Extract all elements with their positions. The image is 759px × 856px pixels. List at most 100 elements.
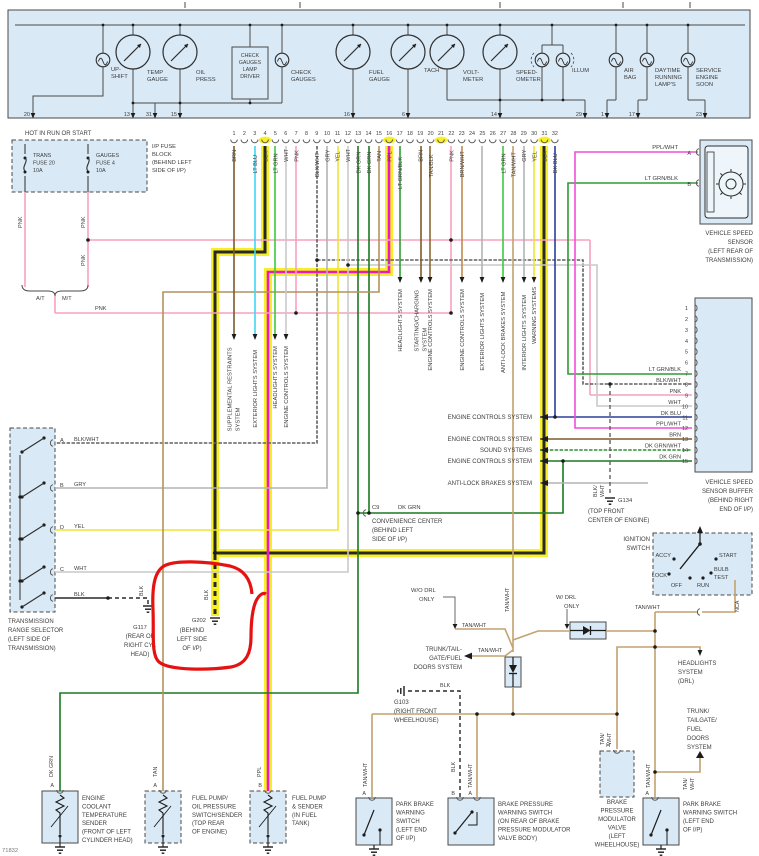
connector-pin-number: 3 — [253, 131, 256, 137]
connector-pin-number: 11 — [335, 131, 341, 137]
ignition-label: IGNITION — [623, 537, 650, 543]
connector-pin-number: 26 — [490, 131, 496, 137]
selector-caption: RANGE SELECTOR — [8, 628, 64, 634]
connector-pin-number: 6 — [284, 131, 287, 137]
buffer-pin-number: 3 — [685, 328, 688, 334]
fuel-gauge-label: FUEL — [369, 70, 385, 76]
buffer-wire-label: DK GRN/WHT — [645, 444, 682, 450]
oilpress-caption: SWITCH/SENDER — [192, 813, 243, 819]
check-gauges-driver-label: LAMP — [243, 67, 258, 73]
connector-pin-number: 15 — [376, 131, 382, 137]
cluster-pin-number: 17 — [629, 112, 635, 118]
selector-wire-label: WHT — [74, 566, 87, 572]
system-label: ENGINE CONTROLS SYSTEM — [448, 415, 532, 421]
check-gauges-driver-label: DRIVER — [240, 74, 260, 80]
mt-label: M/T — [62, 296, 72, 302]
wires — [15, 2, 745, 849]
system-label: SYSTEM — [235, 407, 241, 431]
buffer-pin-number: 14 — [682, 448, 688, 454]
bpmv-caption: WHEELHOUSE) — [595, 843, 640, 849]
label: GAUGE — [147, 77, 168, 83]
wire-color-label: WHT — [284, 148, 290, 161]
park-right-caption: WARNING SWITCH — [683, 811, 737, 817]
bpws-caption: WARNING SWITCH — [498, 811, 552, 817]
system-label: EXTERIOR LIGHTS SYSTEM — [480, 293, 486, 371]
connector-pin-number: 25 — [479, 131, 485, 137]
label: PNK — [95, 306, 107, 312]
g202-caption: LEFT SIDE — [177, 637, 207, 643]
oilpress-caption: OF ENGINE) — [192, 830, 227, 836]
daytime-running-lamps-label: DAYTIME — [655, 68, 680, 74]
g103-caption: WHEELHOUSE) — [394, 718, 439, 724]
pin-letter: A — [153, 783, 157, 789]
wire-color-label: DK GRN — [367, 152, 373, 174]
buffer-pin-number: 8 — [685, 383, 688, 389]
label: TAN/WHT — [478, 648, 503, 654]
sensor-wire-b: LT GRN/BLK — [645, 176, 678, 182]
park-right-caption: PARK BRAKE — [683, 802, 721, 808]
wire-color-label: PNK — [294, 150, 300, 162]
buffer-wire-label: DK GRN — [659, 455, 681, 461]
label: ONLY — [419, 597, 434, 603]
connector-pin-number: 28 — [510, 131, 516, 137]
selector-wire-label: BLK/WHT — [74, 437, 99, 443]
connector-pin-number: 24 — [469, 131, 475, 137]
cluster-pin-number: 6 — [402, 112, 405, 118]
bpws-caption: VALVE BODY) — [498, 836, 537, 842]
buffer-caption: (BEHIND RIGHT — [708, 498, 753, 504]
buffer-wire-label: BRN — [669, 433, 681, 439]
label: PNK — [81, 254, 87, 266]
cluster-pin-number: 23 — [696, 112, 702, 118]
buffer-caption: SENSOR BUFFER — [702, 489, 754, 495]
ignition-start: START — [719, 553, 737, 559]
wire-color-label: BLK — [263, 151, 269, 162]
g202-caption: OF I/P) — [182, 646, 201, 652]
at-label: A/T — [36, 296, 45, 302]
connector-pin-number: 9 — [315, 131, 318, 137]
coolant-caption: COOLANT — [82, 804, 111, 810]
coolant-caption: (FRONT OF LEFT — [82, 830, 131, 836]
sensor-caption: VEHICLE SPEED — [705, 231, 753, 237]
selector-wire-label: BLK — [74, 592, 85, 598]
g134-caption: CENTER OF ENGINE) — [588, 518, 649, 524]
selector-caption: TRANSMISSION) — [8, 646, 56, 652]
bpmv-caption: VALVE — [608, 826, 626, 832]
label: TAN/WHT — [646, 763, 652, 788]
connector-pin-number: 7 — [295, 131, 298, 137]
label: SHIFT — [111, 74, 128, 80]
buffer-pin-number: 4 — [685, 339, 688, 345]
sensor-wire-a: PPL/WHT — [652, 145, 678, 151]
tach-label: TACH — [424, 68, 439, 74]
label: GAUGE — [369, 77, 390, 83]
label: BLK — [204, 589, 210, 600]
check-gauges-driver-label: GAUGES — [239, 60, 262, 66]
headlights-drl-system: HEADLIGHTS — [678, 661, 716, 667]
connector-pin-number: 31 — [542, 131, 548, 137]
label: WHT — [600, 484, 606, 497]
fuse2-label: 10A — [96, 168, 106, 174]
cluster-pin-number: 16 — [344, 112, 350, 118]
label: DK GRN — [49, 756, 55, 777]
convenience-caption: (BEHIND LEFT — [372, 528, 413, 534]
oilpress-caption: OIL PRESSURE — [192, 804, 236, 810]
fuelpump-caption: & SENDER — [292, 804, 323, 810]
connector-pin-number: 27 — [500, 131, 506, 137]
buffer-wire-label: PPL/WHT — [656, 422, 681, 428]
wire-color-label: PPL — [387, 151, 393, 162]
system-label: INTERIOR LIGHTS SYSTEM — [522, 295, 528, 371]
connector-pin-number: 32 — [552, 131, 558, 137]
red-annotation — [151, 560, 267, 671]
label: TAN/WHT — [505, 587, 511, 612]
g202-label: G202 — [192, 618, 206, 624]
g103-caption: (RIGHT FRONT — [394, 709, 437, 715]
label: RUNNING — [655, 75, 683, 81]
system-label: ANTI-LOCK BRAKES SYSTEM — [501, 291, 507, 373]
park-left-caption: (LEFT END — [396, 828, 428, 834]
trunk-right-system: SYSTEM — [687, 745, 712, 751]
oilpress-caption: (TOP REAR — [192, 821, 225, 827]
wire-color-label: DK BLU — [553, 153, 559, 173]
pin-letter: B — [258, 783, 262, 789]
pin-letter: A — [468, 791, 472, 797]
ignition-off: OFF — [671, 583, 683, 589]
